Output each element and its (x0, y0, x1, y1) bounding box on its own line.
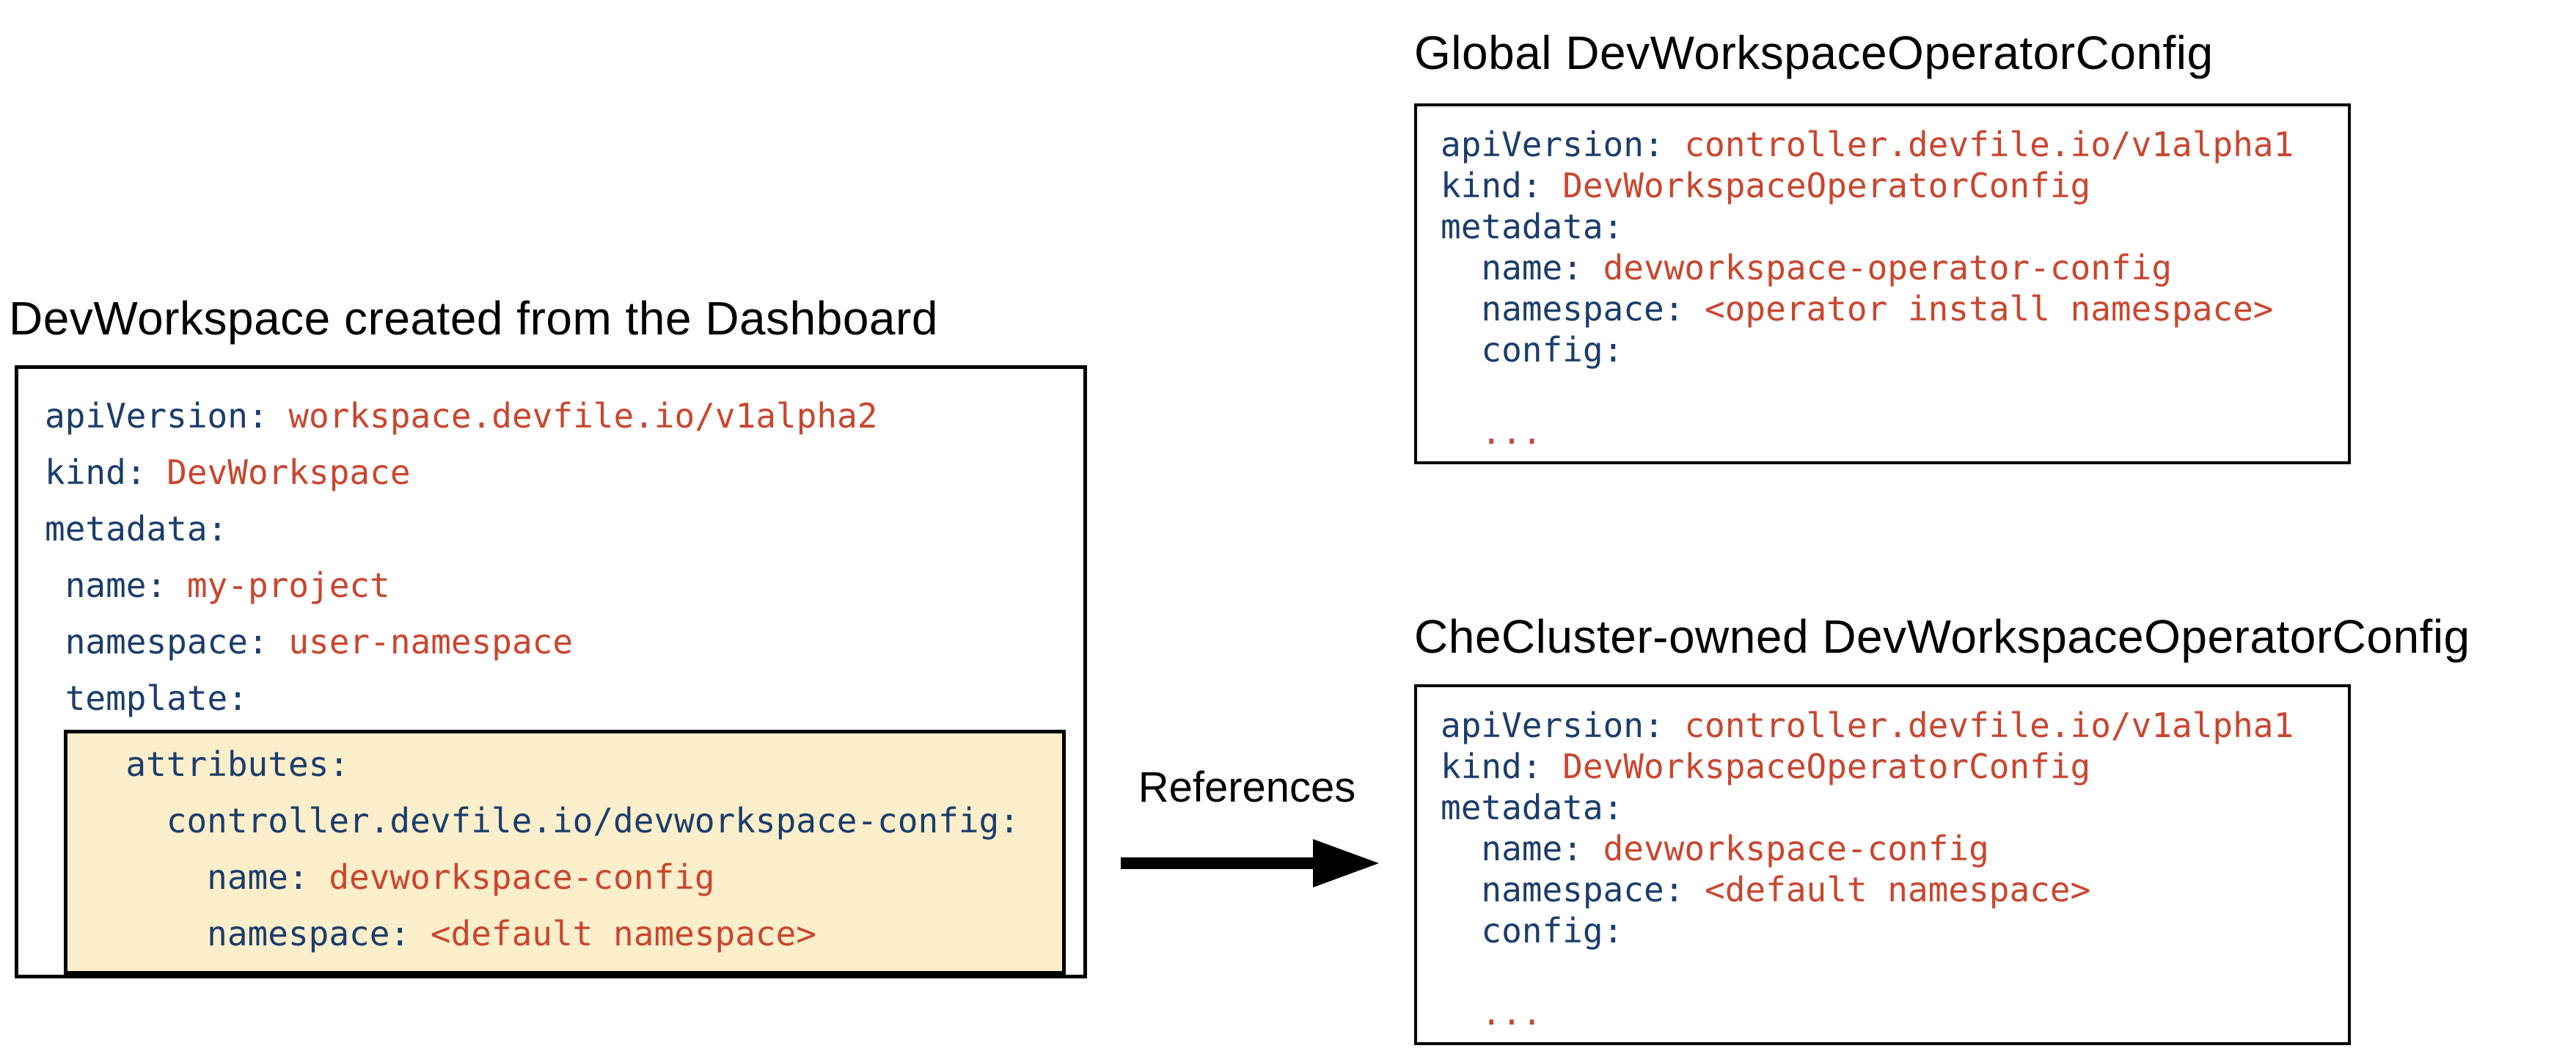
yaml-line: metadata: (45, 501, 1066, 557)
yaml-line: metadata: (1441, 787, 2336, 828)
yaml-line: attributes: (85, 736, 1062, 793)
yaml-key: config: (1441, 911, 1624, 951)
yaml-key: kind: (1441, 747, 1543, 786)
yaml-key: metadata: (1441, 788, 1624, 827)
yaml-line (1441, 370, 2336, 411)
references-arrow-head-icon (1313, 839, 1379, 887)
yaml-key: kind: (45, 453, 147, 492)
references-label: References (1138, 763, 1356, 811)
yaml-value: devworkspace-config (329, 857, 715, 897)
yaml-key: metadata: (45, 509, 228, 549)
yaml-line: namespace: user-namespace (45, 614, 1066, 670)
yaml-key: name: (1441, 248, 1583, 288)
yaml-key: attributes: (85, 744, 350, 784)
yaml-line: name: devworkspace-config (1441, 828, 2336, 869)
yaml-line: name: my-project (45, 557, 1066, 614)
yaml-value: controller.devfile.io/v1alpha1 (1684, 125, 2294, 164)
yaml-line: name: devworkspace-config (85, 849, 1062, 906)
yaml-key: namespace: (1441, 289, 1685, 329)
yaml-value: my-project (186, 565, 390, 605)
yaml-key: apiVersion: (45, 396, 268, 436)
yaml-key: kind: (1441, 166, 1543, 205)
yaml-key: config: (1441, 330, 1624, 370)
yaml-line: apiVersion: workspace.devfile.io/v1alpha… (45, 388, 1066, 444)
yaml-value: workspace.devfile.io/v1alpha2 (288, 396, 878, 436)
yaml-line: kind: DevWorkspaceOperatorConfig (1441, 165, 2336, 206)
yaml-key: namespace: (45, 622, 268, 662)
checluster-panel-title: CheCluster-owned DevWorkspaceOperatorCon… (1414, 610, 2470, 663)
yaml-line: apiVersion: controller.devfile.io/v1alph… (1441, 705, 2336, 746)
yaml-key: metadata: (1441, 207, 1624, 246)
yaml-value: user-namespace (288, 622, 574, 662)
yaml-key: name: (1441, 829, 1583, 868)
yaml-line: kind: DevWorkspace (45, 444, 1066, 501)
yaml-key: controller.devfile.io/devworkspace-confi… (85, 801, 1020, 841)
global-operator-config-yaml-box: apiVersion: controller.devfile.io/v1alph… (1414, 103, 2351, 464)
global-panel-title: Global DevWorkspaceOperatorConfig (1414, 26, 2214, 79)
yaml-value: DevWorkspaceOperatorConfig (1562, 747, 2091, 786)
yaml-line: metadata: (1441, 206, 2336, 247)
references-arrow-shaft (1121, 857, 1313, 869)
yaml-key: namespace: (1441, 870, 1685, 909)
yaml-key: apiVersion: (1441, 706, 1664, 745)
yaml-value: devworkspace-operator-config (1603, 248, 2173, 288)
yaml-value: devworkspace-config (1603, 829, 1989, 868)
yaml-key (1441, 412, 1461, 452)
yaml-line: config: (1441, 910, 2336, 951)
yaml-line: kind: DevWorkspaceOperatorConfig (1441, 746, 2336, 787)
devworkspace-yaml-box: apiVersion: workspace.devfile.io/v1alpha… (15, 365, 1087, 978)
yaml-line: namespace: <default namespace> (85, 906, 1062, 962)
yaml-line: namespace: <default namespace> (1441, 869, 2336, 910)
yaml-key (1441, 993, 1461, 1033)
yaml-value: DevWorkspaceOperatorConfig (1562, 166, 2091, 205)
yaml-line: ... (1441, 992, 2336, 1033)
yaml-line (1441, 951, 2336, 992)
yaml-value: ... (1481, 993, 1543, 1033)
yaml-key: namespace: (85, 914, 411, 953)
yaml-line: namespace: <operator install namespace> (1441, 288, 2336, 329)
yaml-line: ... (1441, 411, 2336, 453)
yaml-line: apiVersion: controller.devfile.io/v1alph… (1441, 124, 2336, 165)
yaml-line: config: (1441, 329, 2336, 370)
yaml-key: name: (85, 857, 309, 897)
yaml-key: template: (45, 678, 248, 718)
yaml-line: controller.devfile.io/devworkspace-confi… (85, 793, 1062, 849)
yaml-line: name: devworkspace-operator-config (1441, 247, 2336, 288)
yaml-line: template: (45, 670, 1066, 727)
left-panel-title: DevWorkspace created from the Dashboard (9, 292, 938, 345)
yaml-value: controller.devfile.io/v1alpha1 (1684, 706, 2294, 745)
yaml-value: ... (1481, 412, 1543, 452)
yaml-key: name: (45, 565, 167, 605)
yaml-value: <default namespace> (1705, 870, 2091, 909)
yaml-key: apiVersion: (1441, 125, 1664, 164)
yaml-value: <default namespace> (430, 914, 817, 953)
yaml-value: <operator install namespace> (1705, 289, 2274, 329)
devworkspace-config-highlight-box: attributes: controller.devfile.io/devwor… (64, 730, 1066, 975)
yaml-value: DevWorkspace (167, 453, 411, 492)
checluster-operator-config-yaml-box: apiVersion: controller.devfile.io/v1alph… (1414, 684, 2351, 1045)
